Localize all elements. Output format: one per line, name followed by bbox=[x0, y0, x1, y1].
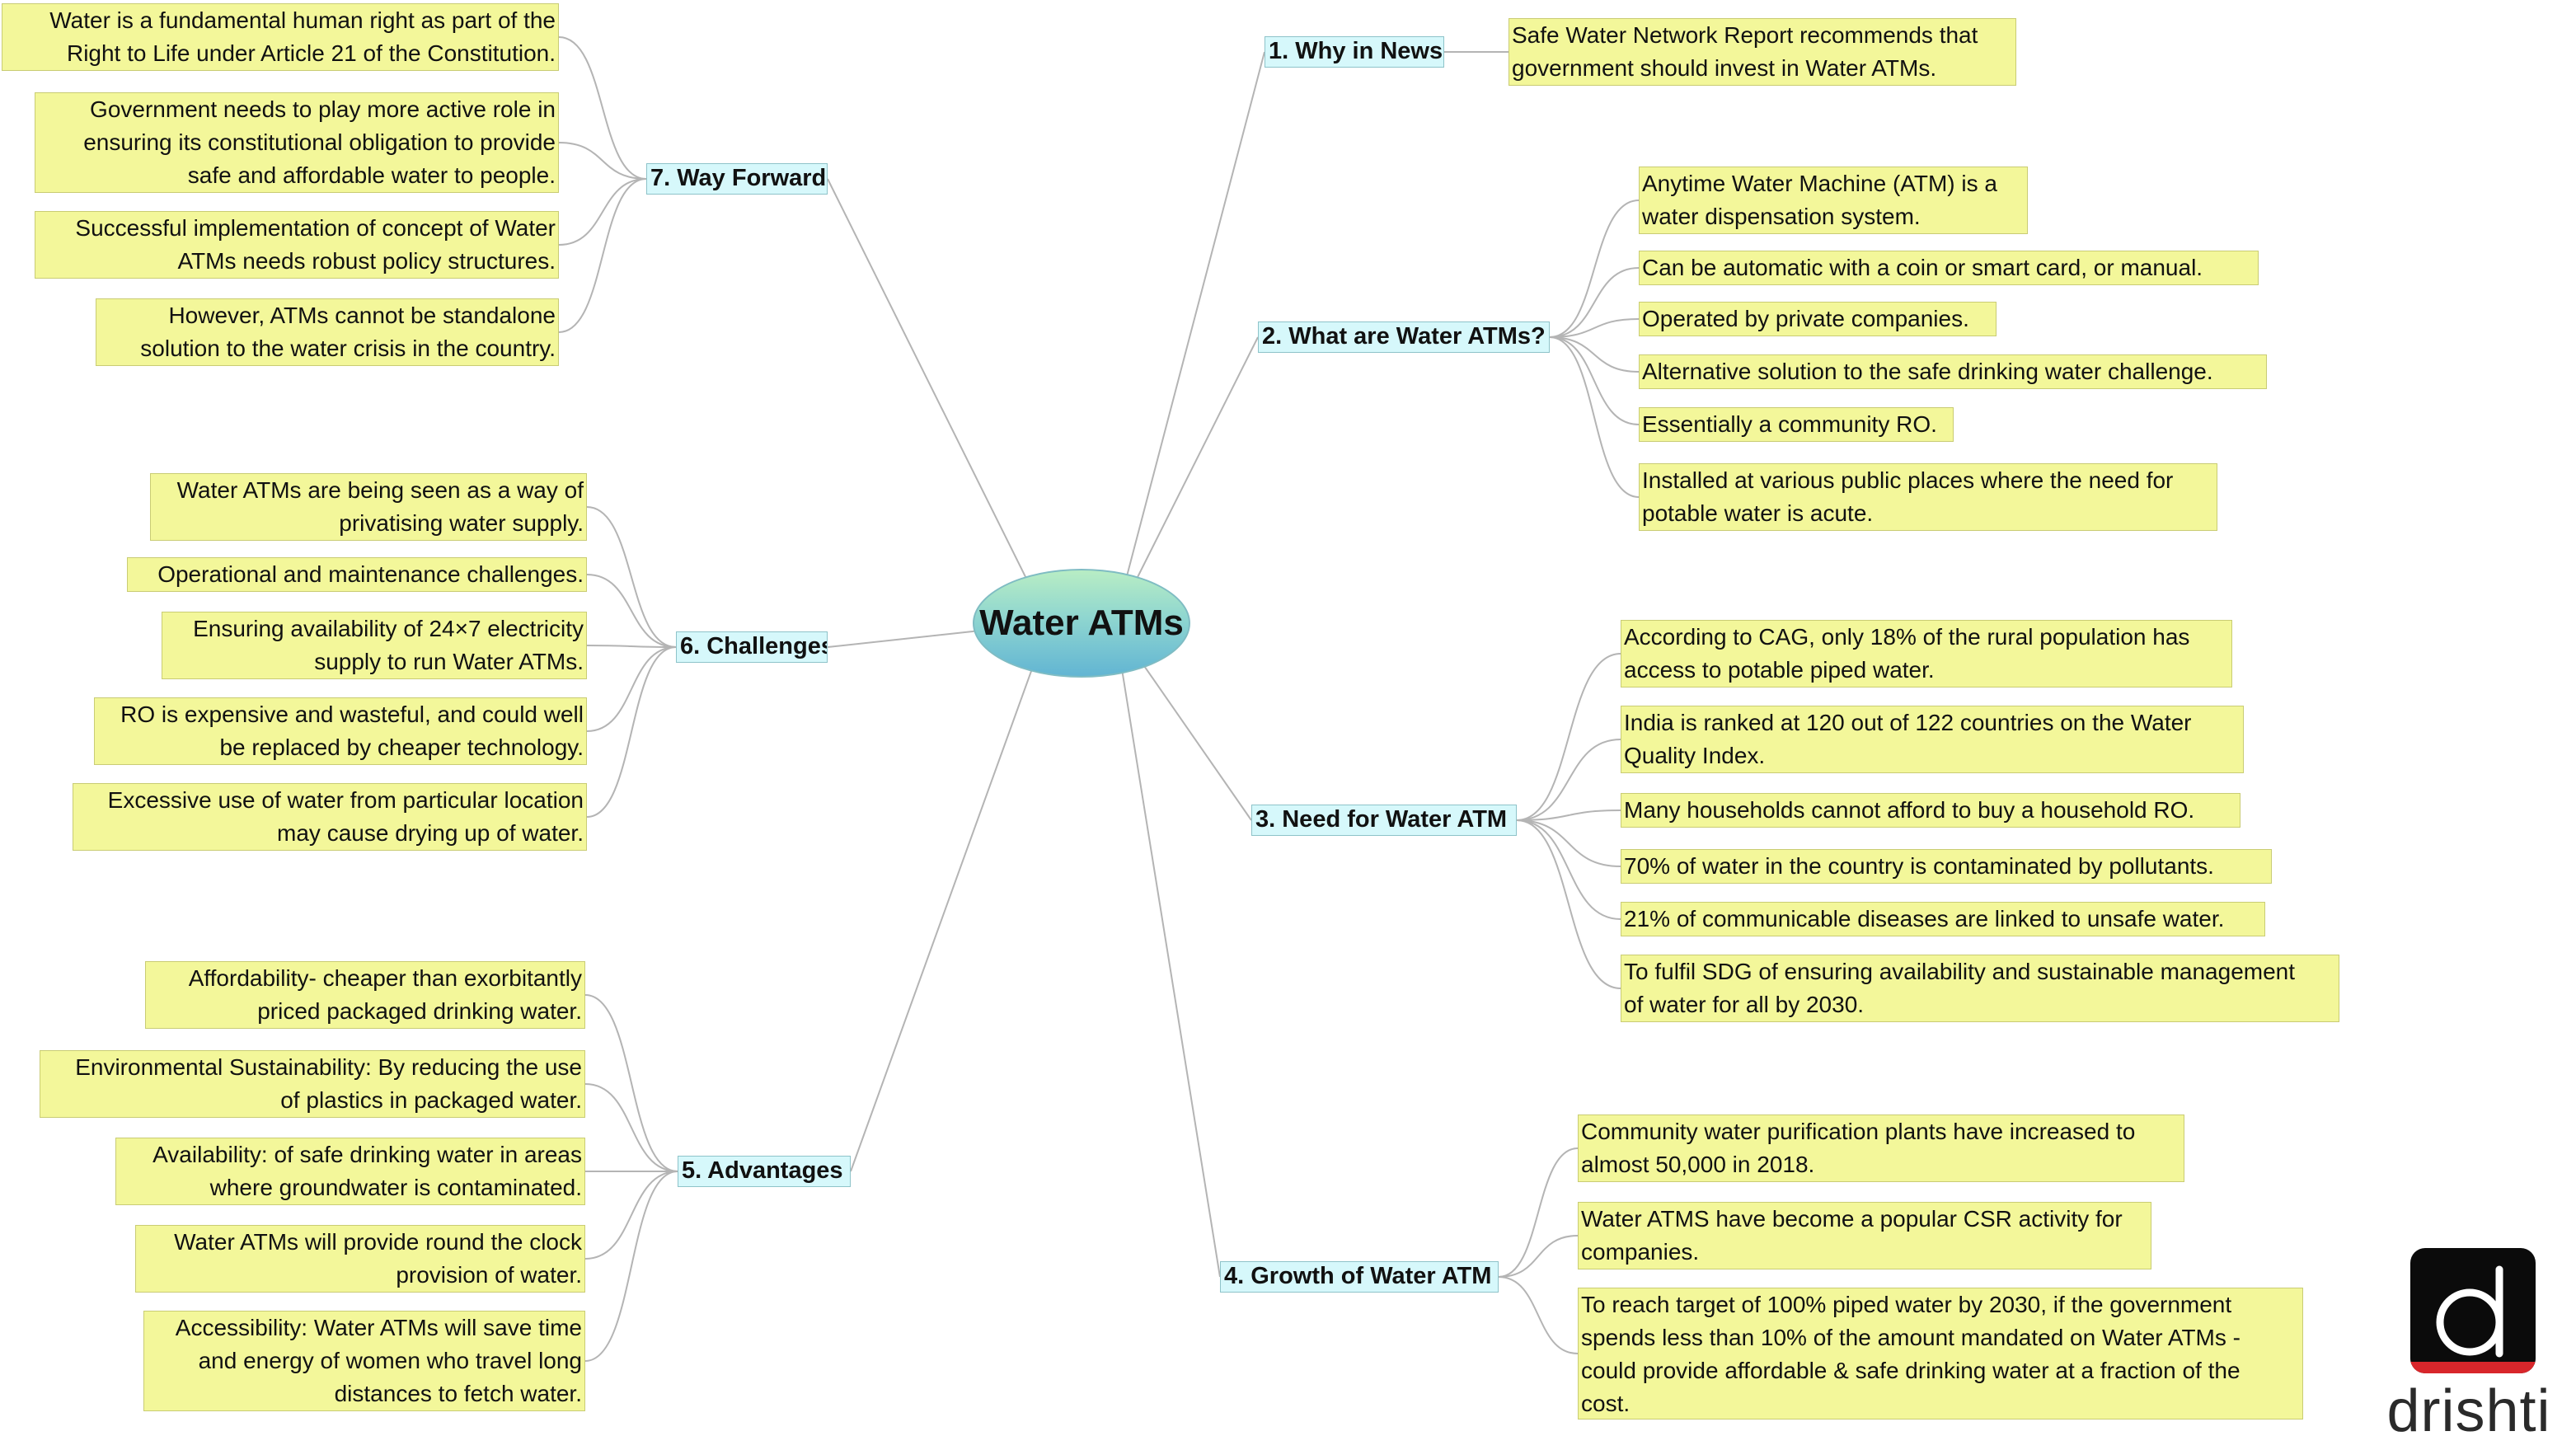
way-forward-item-3: Successful implementation of concept of … bbox=[35, 211, 559, 279]
leaf-connector bbox=[1516, 739, 1621, 821]
leaf-connector bbox=[1498, 1147, 1579, 1278]
branch-advantages[interactable]: 5. Advantages bbox=[678, 1156, 851, 1187]
branch-what-are-water-atms[interactable]: 2. What are Water ATMs? bbox=[1258, 321, 1550, 353]
leaf-connector bbox=[584, 994, 678, 1172]
drishti-wordmark: drishti bbox=[2386, 1378, 2551, 1444]
branch-label: 5. Advantages bbox=[682, 1157, 843, 1184]
advantages-item-1: Affordability- cheaper than exorbitantly… bbox=[145, 961, 585, 1029]
branch-connector bbox=[1114, 51, 1265, 624]
what-are-item-6: Installed at various public places where… bbox=[1639, 463, 2217, 531]
branch-why-in-news[interactable]: 1. Why in News bbox=[1265, 36, 1444, 68]
way-forward-item-4: However, ATMs cannot be standalone solut… bbox=[96, 298, 559, 366]
leaf-connector bbox=[1549, 318, 1640, 338]
leaf-connector bbox=[558, 36, 647, 180]
advantages-item-2: Environmental Sustainability: By reducin… bbox=[40, 1050, 585, 1118]
growth-item-3: To reach target of 100% piped water by 2… bbox=[1578, 1288, 2303, 1419]
challenges-item-4: RO is expensive and wasteful, and could … bbox=[94, 697, 587, 765]
leaf-connector bbox=[586, 506, 677, 648]
branch-label: 3. Need for Water ATM bbox=[1255, 806, 1508, 833]
why-news-item-1: Safe Water Network Report recommends tha… bbox=[1509, 18, 2016, 86]
advantages-item-3: Availability: of safe drinking water in … bbox=[115, 1138, 585, 1205]
central-topic-label: Water ATMs bbox=[979, 603, 1184, 643]
what-are-item-1: Anytime Water Machine (ATM) is a water d… bbox=[1639, 167, 2028, 234]
leaf-connector bbox=[1516, 819, 1621, 920]
drishti-logo-icon bbox=[2410, 1248, 2536, 1373]
leaf-connector bbox=[1516, 653, 1621, 821]
leaf-connector bbox=[558, 178, 647, 246]
what-are-item-3: Operated by private companies. bbox=[1639, 302, 1997, 336]
drishti-logo: drishti bbox=[2366, 1236, 2572, 1443]
challenges-item-1: Water ATMs are being seen as a way of pr… bbox=[150, 473, 587, 541]
advantages-item-4: Water ATMs will provide round the clock … bbox=[135, 1225, 585, 1293]
what-are-item-4: Alternative solution to the safe drinkin… bbox=[1639, 354, 2267, 389]
leaf-connector bbox=[1516, 819, 1621, 867]
leaf-connector bbox=[584, 1083, 678, 1172]
leaf-connector bbox=[1549, 336, 1640, 498]
leaf-connector bbox=[586, 646, 677, 732]
branch-label: 2. What are Water ATMs? bbox=[1262, 323, 1546, 350]
what-are-item-5: Essentially a community RO. bbox=[1639, 407, 1954, 442]
branch-connector bbox=[827, 178, 1049, 624]
way-forward-item-2: Government needs to play more active rol… bbox=[35, 92, 559, 193]
branch-way-forward[interactable]: 7. Way Forward bbox=[646, 163, 828, 195]
leaf-connector bbox=[584, 1171, 678, 1362]
branch-label: 7. Way Forward bbox=[650, 165, 827, 191]
challenges-item-3: Ensuring availability of 24×7 electricit… bbox=[162, 612, 587, 679]
central-topic[interactable]: Water ATMs bbox=[973, 569, 1190, 678]
branch-connector bbox=[1114, 336, 1259, 624]
leaf-connector bbox=[1498, 1235, 1579, 1278]
leaf-connector bbox=[558, 142, 647, 180]
leaf-connector bbox=[1516, 809, 1621, 821]
branch-connector bbox=[850, 622, 1049, 1172]
branch-connector bbox=[1114, 622, 1221, 1278]
branch-label: 1. Why in News bbox=[1269, 38, 1443, 64]
branch-need-for-water-atm[interactable]: 3. Need for Water ATM bbox=[1251, 805, 1517, 836]
leaf-connector bbox=[586, 574, 677, 648]
leaf-connector bbox=[1549, 199, 1640, 338]
branch-growth-of-water-atm[interactable]: 4. Growth of Water ATM bbox=[1220, 1261, 1499, 1293]
way-forward-item-1: Water is a fundamental human right as pa… bbox=[2, 3, 559, 71]
need-item-3: Many households cannot afford to buy a h… bbox=[1621, 793, 2241, 828]
leaf-connector bbox=[1549, 336, 1640, 373]
leaf-connector bbox=[584, 1171, 678, 1260]
challenges-item-5: Excessive use of water from particular l… bbox=[73, 783, 587, 851]
leaf-connector bbox=[1498, 1276, 1579, 1354]
leaf-connector bbox=[1549, 267, 1640, 338]
branch-challenges[interactable]: 6. Challenges bbox=[676, 631, 828, 663]
need-item-5: 21% of communicable diseases are linked … bbox=[1621, 902, 2265, 936]
challenges-item-2: Operational and maintenance challenges. bbox=[127, 557, 587, 592]
leaf-connector bbox=[558, 178, 647, 333]
what-are-item-2: Can be automatic with a coin or smart ca… bbox=[1639, 251, 2259, 285]
branch-label: 6. Challenges bbox=[680, 633, 828, 659]
need-item-1: According to CAG, only 18% of the rural … bbox=[1621, 620, 2232, 687]
leaf-connector bbox=[586, 646, 677, 818]
growth-item-1: Community water purification plants have… bbox=[1578, 1114, 2184, 1182]
need-item-6: To fulfil SDG of ensuring availability a… bbox=[1621, 955, 2339, 1022]
leaf-connector bbox=[1516, 819, 1621, 989]
growth-item-2: Water ATMS have become a popular CSR act… bbox=[1578, 1202, 2151, 1269]
advantages-item-5: Accessibility: Water ATMs will save time… bbox=[143, 1311, 585, 1411]
need-item-2: India is ranked at 120 out of 122 countr… bbox=[1621, 706, 2244, 773]
leaf-connector bbox=[1549, 336, 1640, 425]
branch-label: 4. Growth of Water ATM bbox=[1224, 1263, 1492, 1289]
leaf-connector bbox=[586, 645, 677, 648]
need-item-4: 70% of water in the country is contamina… bbox=[1621, 849, 2272, 884]
